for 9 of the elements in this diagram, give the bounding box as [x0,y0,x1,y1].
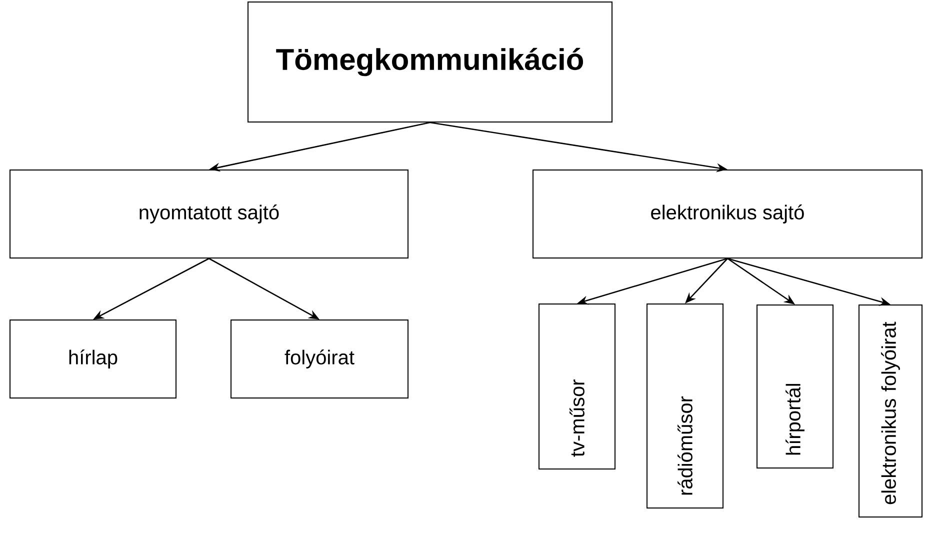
category-box: rádióműsor [646,304,724,508]
category-box: folyóirat [230,320,408,398]
category-box: tv-műsor [538,304,616,470]
category-box: hírlap [10,320,176,398]
category-box: elektronikus sajtó [532,170,922,258]
title-box: Tömegkommunikáció [248,2,612,122]
category-box: nyomtatott sajtó [10,170,408,258]
category-box: hírportál [756,304,834,468]
category-box: elektronikus folyóirat [858,304,922,518]
